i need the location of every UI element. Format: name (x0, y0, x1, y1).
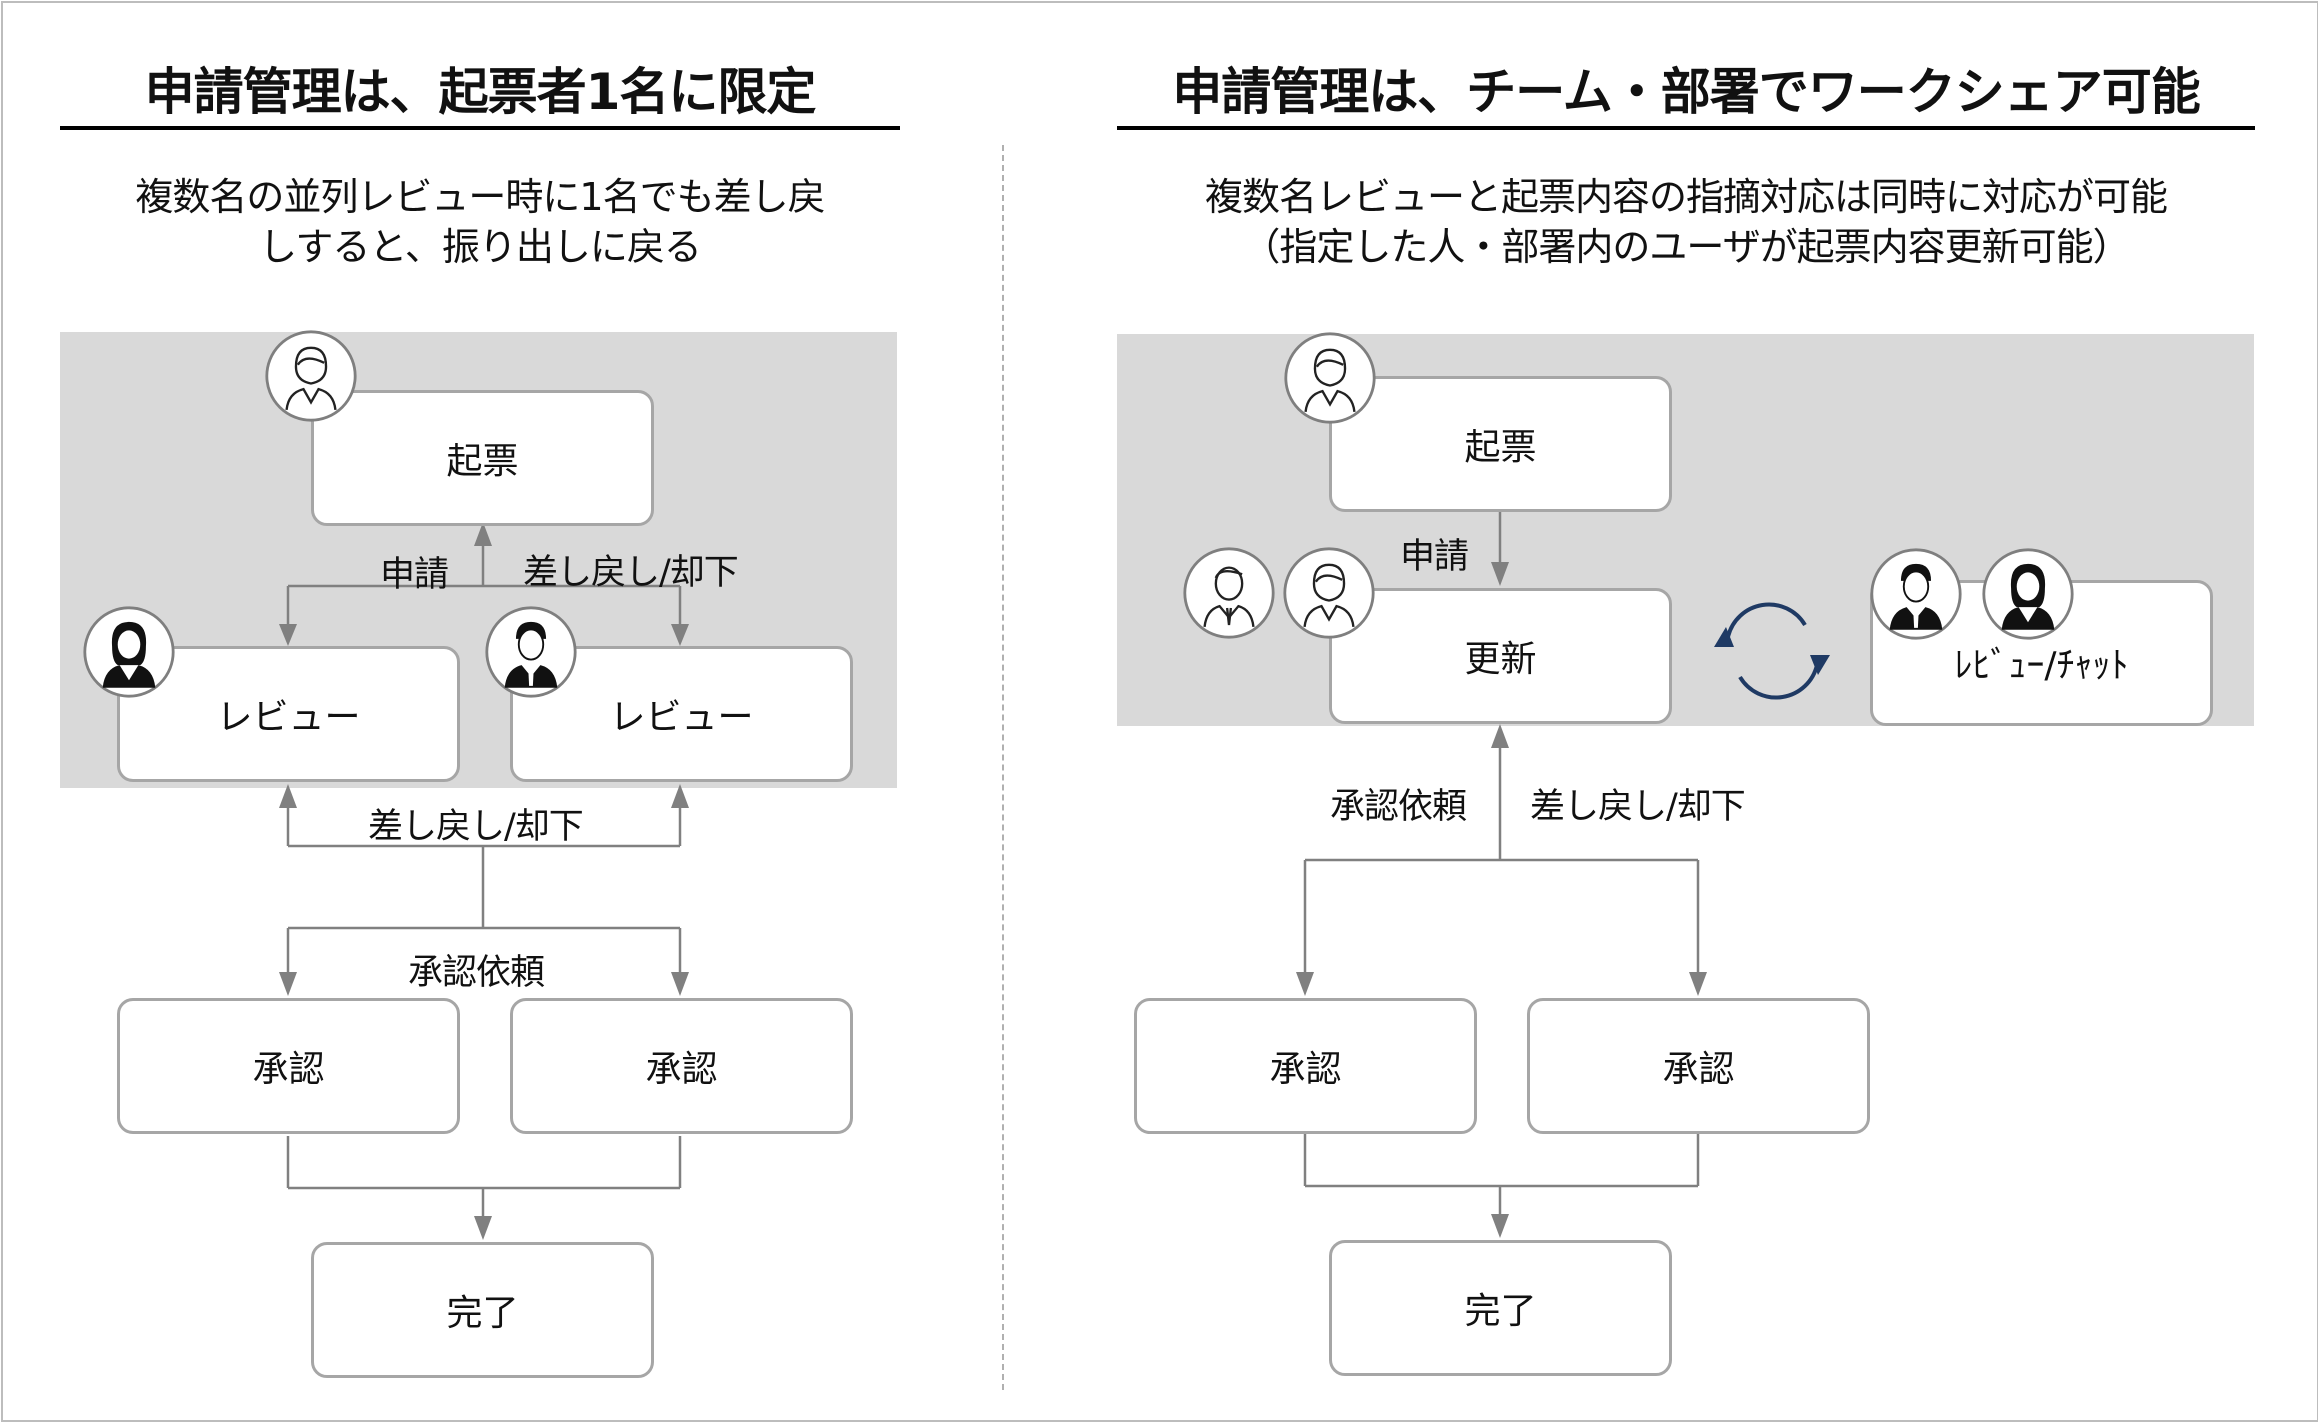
left-arrowhead-review-b (671, 624, 689, 646)
right-arrowhead-done (1491, 1214, 1509, 1238)
right-title-rule (1117, 126, 2255, 130)
right-node-done: 完了 (1329, 1240, 1672, 1376)
left-node-done: 完了 (311, 1242, 654, 1378)
right-subtitle-line2: （指定した人・部署内のユーザが起票内容更新可能） (1242, 225, 2130, 269)
sync-icon (1714, 602, 1830, 700)
left-label-apply: 申請 (380, 555, 449, 595)
right-update-avatar-outline-man-icon (1183, 547, 1275, 639)
center-divider (1002, 145, 1004, 1390)
left-label-approval-request: 承認依頼 (408, 953, 545, 993)
left-node-done-label: 完了 (446, 1293, 519, 1334)
right-review-avatar-solid-woman-icon (1982, 548, 2074, 640)
left-arrowhead-up-review-b (671, 784, 689, 808)
right-node-approve-b: 承認 (1527, 998, 1870, 1134)
left-node-draft: 起票 (311, 390, 654, 526)
right-node-approve-b-label: 承認 (1662, 1049, 1735, 1090)
left-review-a-avatar-solid-woman-icon (83, 606, 175, 698)
right-arrowhead-update (1491, 562, 1509, 586)
left-arrowhead-up-review-a (279, 784, 297, 808)
right-title: 申請管理は、チーム・部署でワークシェア可能 (1172, 63, 2201, 121)
left-subtitle-line2: しすると、振り出しに戻る (259, 225, 702, 269)
left-subtitle: 複数名の並列レビュー時に1名でも差し戻 しすると、振り出しに戻る (60, 172, 900, 272)
left-node-approve-a-label: 承認 (252, 1049, 325, 1090)
left-node-draft-label: 起票 (446, 441, 519, 482)
left-node-approve-b-label: 承認 (645, 1049, 718, 1090)
right-label-approval-request: 承認依頼 (1330, 787, 1467, 827)
left-title: 申請管理は、起票者1名に限定 (144, 63, 817, 121)
left-arrowhead-approve-a (279, 972, 297, 996)
right-arrowhead-approve-a (1296, 972, 1314, 996)
left-draft-avatar-outline-woman-icon (265, 330, 357, 422)
right-label-return: 差し戻し/却下 (1530, 787, 1746, 827)
right-node-done-label: 完了 (1464, 1291, 1537, 1332)
left-node-review-b-label: レビュー (609, 697, 754, 738)
right-review-avatar-solid-man-icon (1870, 548, 1962, 640)
left-label-return-mid: 差し戻し/却下 (368, 807, 584, 847)
left-arrowhead-done (474, 1216, 492, 1240)
right-node-update: 更新 (1329, 588, 1672, 724)
right-node-draft-label: 起票 (1464, 427, 1537, 468)
right-label-apply: 申請 (1400, 537, 1469, 577)
left-node-approve-a: 承認 (117, 998, 460, 1134)
right-subtitle: 複数名レビューと起票内容の指摘対応は同時に対応が可能 （指定した人・部署内のユー… (1117, 172, 2255, 272)
left-arrowhead-approve-b (671, 972, 689, 996)
left-node-review-b: レビュー (510, 646, 853, 782)
left-review-b-avatar-solid-man-icon (485, 606, 577, 698)
right-update-avatar-outline-woman-icon (1283, 547, 1375, 639)
left-arrowhead-up-draft (474, 522, 492, 546)
right-node-review-chat-label: ﾚﾋﾞｭｰ/ﾁｬｯﾄ (1954, 645, 2129, 686)
left-title-rule (60, 126, 900, 130)
right-arrowhead-up-update (1491, 724, 1509, 748)
right-node-approve-a-label: 承認 (1269, 1049, 1342, 1090)
right-arrowhead-approve-b (1689, 972, 1707, 996)
right-node-update-label: 更新 (1464, 639, 1537, 680)
right-subtitle-line1: 複数名レビューと起票内容の指摘対応は同時に対応が可能 (1204, 175, 2168, 219)
right-node-approve-a: 承認 (1134, 998, 1477, 1134)
left-node-review-a: レビュー (117, 646, 460, 782)
left-label-return-top: 差し戻し/却下 (523, 553, 739, 593)
right-draft-avatar-outline-woman-icon (1284, 332, 1376, 424)
left-subtitle-line1: 複数名の並列レビュー時に1名でも差し戻 (135, 175, 825, 219)
left-arrowhead-review-a (279, 624, 297, 646)
left-node-approve-b: 承認 (510, 998, 853, 1134)
right-node-draft: 起票 (1329, 376, 1672, 512)
left-node-review-a-label: レビュー (216, 697, 361, 738)
